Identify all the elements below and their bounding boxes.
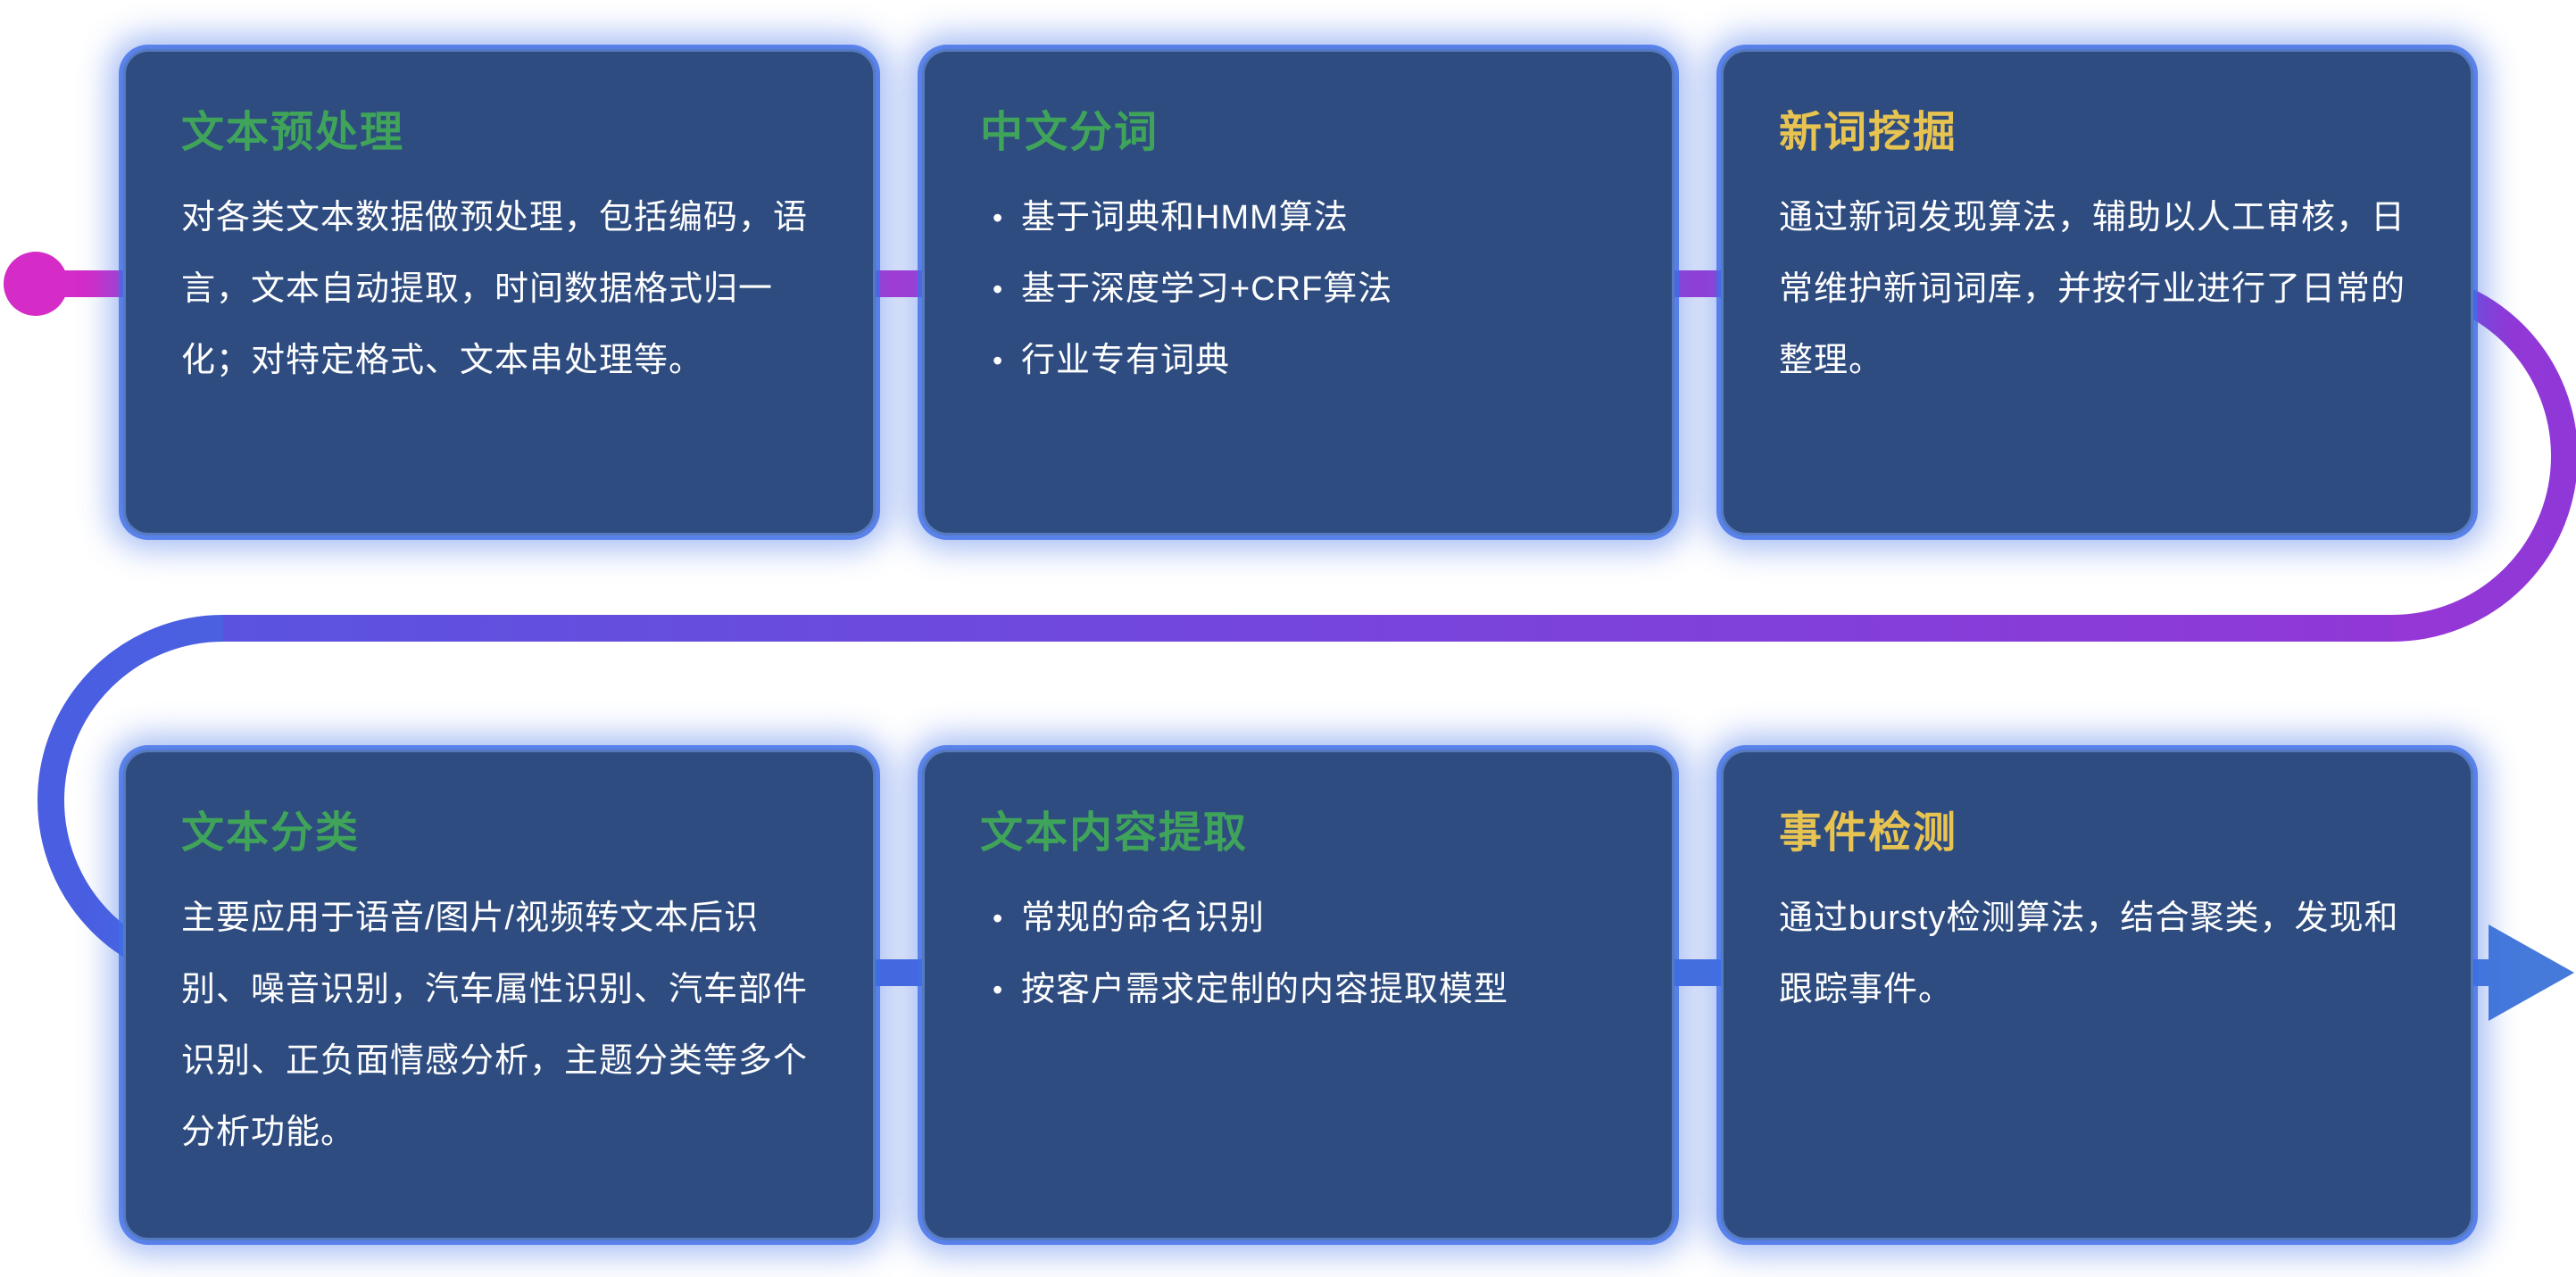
bullet-item: • 按客户需求定制的内容提取模型 — [980, 954, 1616, 1025]
card-title: 事件检测 — [1779, 809, 1958, 857]
flow-arrow-head-icon — [2489, 925, 2574, 1021]
bullet-icon: • — [993, 974, 1004, 1006]
bullet-list: • 常规的命名识别 • 按客户需求定制的内容提取模型 — [980, 883, 1616, 1025]
card-body: 通过bursty检测算法，结合聚类，发现和跟踪事件。 — [1779, 900, 2399, 1008]
bullet-icon: • — [993, 902, 1004, 934]
bullet-item: • 常规的命名识别 — [980, 883, 1616, 954]
bullet-list: • 基于词典和HMM算法 • 基于深度学习+CRF算法 • 行业专有词典 — [980, 182, 1616, 396]
bullet-icon: • — [993, 202, 1004, 234]
flow-start-dot-icon — [4, 252, 68, 316]
bullet-icon: • — [993, 344, 1004, 377]
bullet-text: 常规的命名识别 — [1021, 900, 1266, 937]
card-title: 新词挖掘 — [1779, 109, 1958, 156]
bullet-text: 行业专有词典 — [1021, 342, 1231, 379]
card-chinese-word-segmentation: 中文分词 • 基于词典和HMM算法 • 基于深度学习+CRF算法 • 行业专有词… — [922, 49, 1674, 535]
card-text-content-extraction: 文本内容提取 • 常规的命名识别 • 按客户需求定制的内容提取模型 — [922, 750, 1674, 1240]
bullet-item: • 行业专有词典 — [980, 325, 1616, 396]
card-title: 中文分词 — [980, 109, 1159, 156]
card-body: 通过新词发现算法，辅助以人工审核，日常维护新词词库，并按行业进行了日常的整理。 — [1779, 199, 2406, 379]
card-title: 文本预处理 — [181, 109, 405, 156]
bullet-text: 按客户需求定制的内容提取模型 — [1021, 971, 1509, 1008]
card-text-classification: 文本分类 主要应用于语音/图片/视频转文本后识别、噪音识别，汽车属性识别、汽车部… — [123, 750, 876, 1240]
card-body: 对各类文本数据做预处理，包括编码，语言，文本自动提取，时间数据格式归一化；对特定… — [181, 199, 809, 379]
bullet-text: 基于深度学习+CRF算法 — [1021, 270, 1393, 308]
card-body: 主要应用于语音/图片/视频转文本后识别、噪音识别，汽车属性识别、汽车部件识别、正… — [181, 900, 809, 1151]
bullet-icon: • — [993, 273, 1004, 305]
card-title: 文本内容提取 — [980, 809, 1249, 857]
bullet-item: • 基于词典和HMM算法 — [980, 182, 1616, 253]
bullet-item: • 基于深度学习+CRF算法 — [980, 253, 1616, 325]
card-title: 文本分类 — [181, 809, 361, 857]
card-new-word-mining: 新词挖掘 通过新词发现算法，辅助以人工审核，日常维护新词词库，并按行业进行了日常… — [1721, 49, 2473, 535]
card-event-detection: 事件检测 通过bursty检测算法，结合聚类，发现和跟踪事件。 — [1721, 750, 2473, 1240]
bullet-text: 基于词典和HMM算法 — [1021, 199, 1349, 236]
card-text-preprocessing: 文本预处理 对各类文本数据做预处理，包括编码，语言，文本自动提取，时间数据格式归… — [123, 49, 876, 535]
